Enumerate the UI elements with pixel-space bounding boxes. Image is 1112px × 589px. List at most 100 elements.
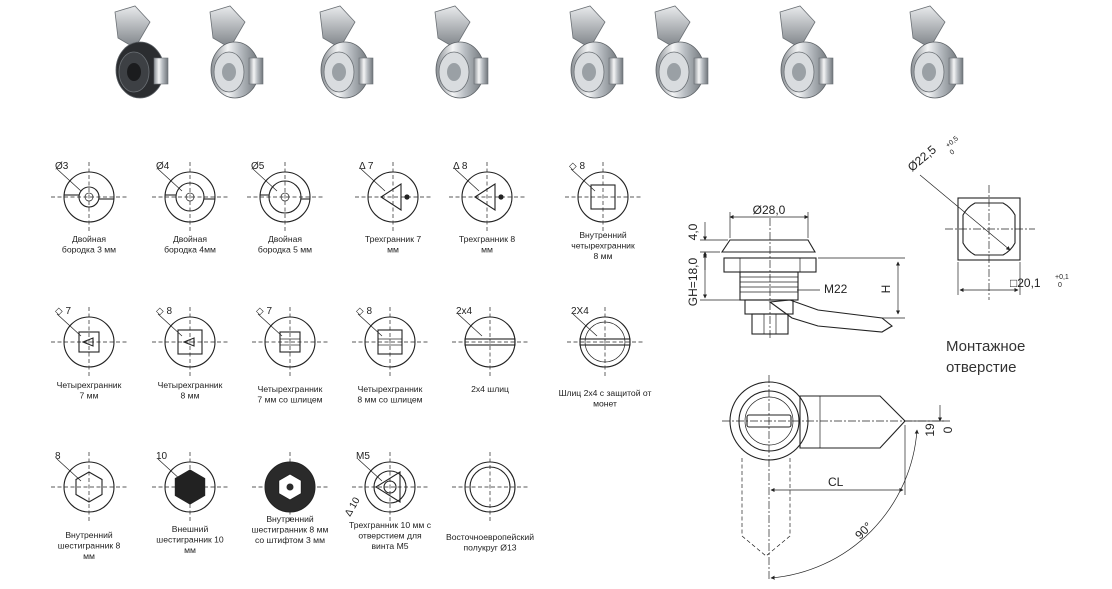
variant-label: Внутренний [65, 530, 113, 540]
variant-label: 8 мм со шлицем [357, 395, 422, 405]
variant-dim: Ø4 [156, 161, 170, 172]
variant-dim: 8 [55, 451, 61, 462]
variant-dim: Δ 8 [453, 161, 468, 172]
variant-dim: 10 [156, 451, 168, 462]
variant-label: винта М5 [371, 541, 408, 551]
variant-dim: ◇ 7 [256, 306, 272, 317]
variant-label: Внутренний [266, 514, 314, 524]
lock-photo [319, 5, 374, 99]
lock-photo [779, 5, 834, 99]
variant-dim: Ø5 [251, 161, 265, 172]
variant-label: мм [83, 551, 95, 561]
variant-label: полукруг Ø13 [463, 543, 516, 553]
variant-label: монет [593, 399, 617, 409]
dim-19: 19 [923, 423, 937, 437]
lock-photos-row [114, 5, 964, 99]
variant-dim: ◇ 8 [156, 306, 172, 317]
dim-height-h: H [879, 285, 893, 294]
variant-label: Двойная [268, 234, 302, 244]
lock-photo [654, 5, 709, 99]
variant-label: Трехгранник 8 [459, 234, 516, 244]
variant-label: 7 мм со шлицем [257, 395, 322, 405]
dim-cap-height: 4,0 [686, 223, 700, 240]
dim-top-diameter: Ø28,0 [753, 203, 786, 217]
variant-label: Внутренний [579, 230, 627, 240]
variant-dim: 2X4 [571, 306, 589, 317]
variant-label: Четырехгранник [258, 384, 323, 394]
dim-0: 0 [941, 426, 955, 433]
variant-label: 7 мм [80, 391, 99, 401]
dim-angle: 90° [852, 519, 875, 542]
variant-dim: M5 [356, 451, 370, 462]
variant-label: 2х4 шлиц [471, 384, 509, 394]
mounting-hole-drawing: Ø22,5 +0,5 0 □20,1 +0,1 0 Монтажное отве… [905, 135, 1069, 376]
mounting-title-line2: отверстие [946, 359, 1016, 376]
variant-dim: Ø3 [55, 161, 69, 172]
variant-dim: 2x4 [456, 306, 473, 317]
variant-dim: ◇ 8 [569, 161, 585, 172]
variant-label: Четырехгранник [57, 380, 122, 390]
dim-grip-height: GH=18,0 [686, 257, 700, 306]
variant-label: Четырехгранник [358, 384, 423, 394]
variant-label: четырехгранник [571, 241, 635, 251]
lock-photo [434, 5, 489, 99]
front-view-drawing: 19 0 CL 90° [722, 375, 955, 580]
variant-label: 8 мм [594, 251, 613, 261]
dim-mount-diameter-tol-low: 0 [949, 149, 957, 157]
variant-label: Восточноевропейский [446, 532, 534, 542]
key-variant-v11: 2x4 2х4 шлиц [452, 306, 528, 394]
lock-photo [909, 5, 964, 99]
dim-mount-flat-tol-low: 0 [1058, 282, 1062, 289]
lock-photo [114, 5, 169, 99]
dim-mount-diameter: Ø22,5 [905, 142, 939, 174]
variant-label: бородка 5 мм [258, 245, 312, 255]
dim-mount-flat: □20,1 [1010, 276, 1041, 290]
variant-label: шестигранник 8 [58, 541, 121, 551]
thread-lines [740, 276, 798, 293]
variant-label: мм [184, 545, 196, 555]
dim-thread: M22 [824, 282, 848, 296]
variant-label: шестигранник 8 мм [252, 525, 329, 535]
variant-label: Двойная [72, 234, 106, 244]
variant-label: бородка 4мм [164, 245, 216, 255]
lock-photo [569, 5, 624, 99]
variant-label: со штифтом 3 мм [255, 535, 325, 545]
variant-dim: ◇ 8 [356, 306, 372, 317]
variant-label: Трехгранник 10 мм с [349, 520, 432, 530]
mounting-title-line1: Монтажное [946, 338, 1025, 355]
variant-label: Шлиц 2х4 с защитой от [559, 388, 652, 398]
variant-dim-2: Δ 10 [343, 495, 363, 518]
variant-label: шестигранник 10 [156, 535, 224, 545]
dim-mount-flat-tol: +0,1 [1055, 274, 1069, 281]
variant-label: Двойная [173, 234, 207, 244]
variant-label: бородка 3 мм [62, 245, 116, 255]
side-view-drawing: Ø28,0 4,0 GH=18,0 M22 H [686, 203, 905, 340]
dim-cl: CL [828, 475, 844, 489]
variant-label: Внешний [172, 524, 209, 534]
variant-label: Трехгранник 7 [365, 234, 422, 244]
lock-photo [209, 5, 264, 99]
variant-label: отверстием для [358, 531, 422, 541]
variant-dim: Δ 7 [359, 161, 374, 172]
dim-mount-diameter-tol: +0,5 [945, 135, 960, 149]
variant-label: 8 мм [181, 391, 200, 401]
key-variant-v5: Δ 8 Трехгранник 8мм [449, 161, 525, 255]
variant-dim: ◇ 7 [55, 306, 71, 317]
variant-label: Четырехгранник [158, 380, 223, 390]
variant-label: мм [481, 245, 493, 255]
